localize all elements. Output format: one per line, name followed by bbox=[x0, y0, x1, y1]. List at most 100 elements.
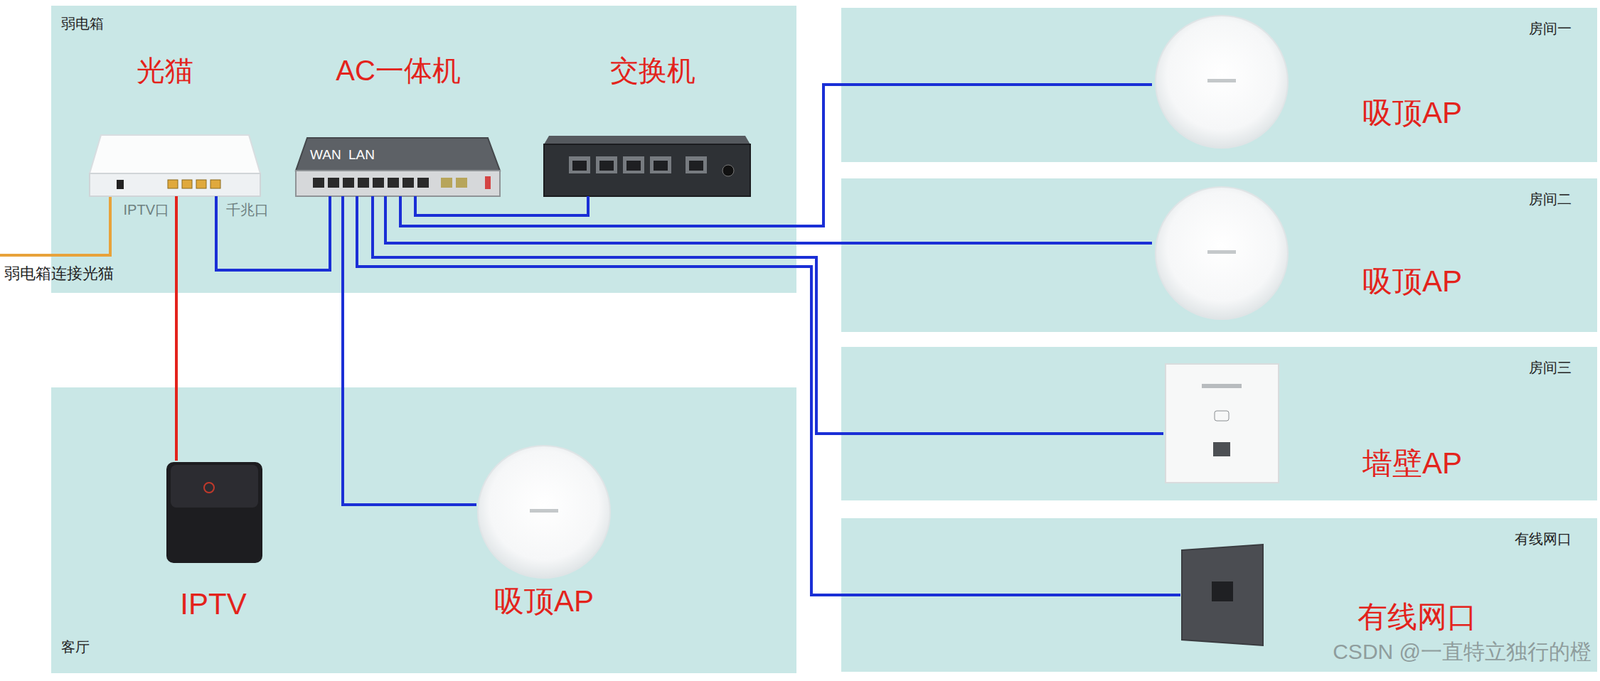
region-panel: 客厅IPTV吸顶AP bbox=[51, 387, 797, 674]
device-label: 吸顶AP bbox=[1362, 96, 1463, 131]
modem-top bbox=[89, 135, 261, 174]
ap-disc bbox=[477, 445, 611, 579]
port-label: 千兆口 bbox=[226, 201, 269, 219]
device-node: IPTV bbox=[160, 460, 267, 632]
wall-ap-plate bbox=[1165, 364, 1279, 483]
router-port bbox=[312, 177, 325, 188]
switch-power bbox=[722, 164, 734, 177]
modem-port bbox=[182, 179, 192, 189]
region-panel: 房间一吸顶AP bbox=[841, 7, 1598, 163]
iptv-logo bbox=[204, 482, 215, 493]
switch-port bbox=[572, 160, 587, 171]
region-heading: 房间二 bbox=[1528, 191, 1572, 208]
switch-port bbox=[689, 160, 704, 171]
switch-port bbox=[568, 156, 591, 174]
device-label: 交换机 bbox=[610, 54, 696, 87]
switch-port bbox=[595, 156, 618, 174]
modem-button bbox=[116, 179, 124, 190]
switch-top bbox=[544, 135, 751, 145]
device-node: 墙壁AP bbox=[1163, 361, 1498, 486]
wall-ap-icon bbox=[1165, 364, 1279, 483]
switch-icon bbox=[544, 135, 751, 197]
region-panel: 弱电箱光猫 AC一体机 交换机 bbox=[51, 5, 797, 293]
device-label: IPTV bbox=[179, 587, 247, 622]
device-label: 吸顶AP bbox=[1362, 264, 1463, 299]
device-node: 光猫 bbox=[89, 49, 261, 197]
panel-ground bbox=[51, 387, 797, 674]
port-label: WAN bbox=[310, 147, 342, 163]
router-front bbox=[295, 170, 500, 197]
wall-ap-logo bbox=[1201, 384, 1242, 389]
router-port bbox=[402, 177, 414, 188]
router-power bbox=[484, 176, 491, 190]
device-node: 有线网口 bbox=[1180, 541, 1501, 649]
switch-port bbox=[685, 156, 707, 174]
device-label: 吸顶AP bbox=[494, 584, 594, 619]
watermark: CSDN @一直特立独行的橙 bbox=[1332, 640, 1592, 665]
switch-port bbox=[622, 156, 645, 174]
device-label: AC一体机 bbox=[335, 54, 461, 87]
switch-front bbox=[544, 144, 751, 197]
iptv-highlight bbox=[170, 465, 259, 508]
network-cable bbox=[356, 196, 1181, 596]
modem-port bbox=[167, 179, 178, 189]
region-heading: 房间三 bbox=[1528, 359, 1572, 377]
router-port bbox=[327, 177, 340, 188]
region-heading: 有线网口 bbox=[1514, 531, 1572, 548]
network-cable bbox=[342, 196, 477, 505]
network-cable bbox=[400, 84, 1152, 227]
ceiling-ap-icon bbox=[1155, 15, 1288, 148]
router-port bbox=[440, 177, 453, 188]
optical-modem-icon bbox=[89, 135, 261, 197]
region-panel: 房间三 墙壁AP bbox=[841, 347, 1598, 501]
network-cable bbox=[385, 196, 1152, 244]
connector-group bbox=[176, 84, 1181, 596]
switch-port bbox=[626, 160, 641, 171]
device-node: 吸顶AP bbox=[476, 443, 612, 629]
device-node: 交换机 bbox=[540, 49, 754, 197]
router-port bbox=[455, 177, 468, 188]
port-label: IPTV口 bbox=[123, 201, 170, 219]
port-label: LAN bbox=[348, 147, 375, 163]
modem-front bbox=[89, 173, 261, 197]
router-port bbox=[417, 177, 429, 188]
switch-port bbox=[653, 160, 668, 171]
router-port bbox=[357, 177, 370, 188]
iptv-body bbox=[166, 462, 263, 564]
switch-port bbox=[599, 160, 614, 171]
room-grounds bbox=[51, 5, 1598, 674]
panel-ground bbox=[51, 5, 797, 293]
device-label: 有线网口 bbox=[1357, 600, 1477, 635]
network-cable bbox=[372, 196, 1164, 434]
device-node: 吸顶AP bbox=[1152, 14, 1494, 150]
network-cable bbox=[174, 196, 178, 461]
region-heading: 弱电箱 bbox=[61, 15, 104, 32]
modem-port bbox=[210, 179, 221, 189]
ap-logo bbox=[1207, 78, 1236, 83]
router-port bbox=[372, 177, 384, 188]
device-node: 吸顶AP bbox=[1152, 184, 1494, 320]
region-panel: 房间二吸顶AP bbox=[841, 178, 1598, 333]
network-cable bbox=[415, 196, 589, 216]
switch-port bbox=[649, 156, 672, 174]
router-port bbox=[342, 177, 355, 188]
router-port bbox=[387, 177, 399, 188]
socket-plate bbox=[1181, 544, 1263, 646]
ap-disc bbox=[1155, 15, 1288, 148]
modem-port bbox=[196, 179, 207, 189]
wall-socket-icon bbox=[1181, 544, 1263, 646]
socket-port bbox=[1211, 581, 1234, 602]
wall-ap-port bbox=[1213, 442, 1231, 457]
wall-ap-button bbox=[1214, 411, 1229, 421]
ap-disc bbox=[1155, 187, 1288, 320]
panel-ground bbox=[841, 178, 1598, 333]
device-node: AC一体机 bbox=[291, 49, 505, 197]
wire-note: 弱电箱连接光猫 bbox=[4, 264, 114, 283]
device-label: 光猫 bbox=[136, 54, 194, 87]
ap-logo bbox=[1207, 250, 1236, 254]
